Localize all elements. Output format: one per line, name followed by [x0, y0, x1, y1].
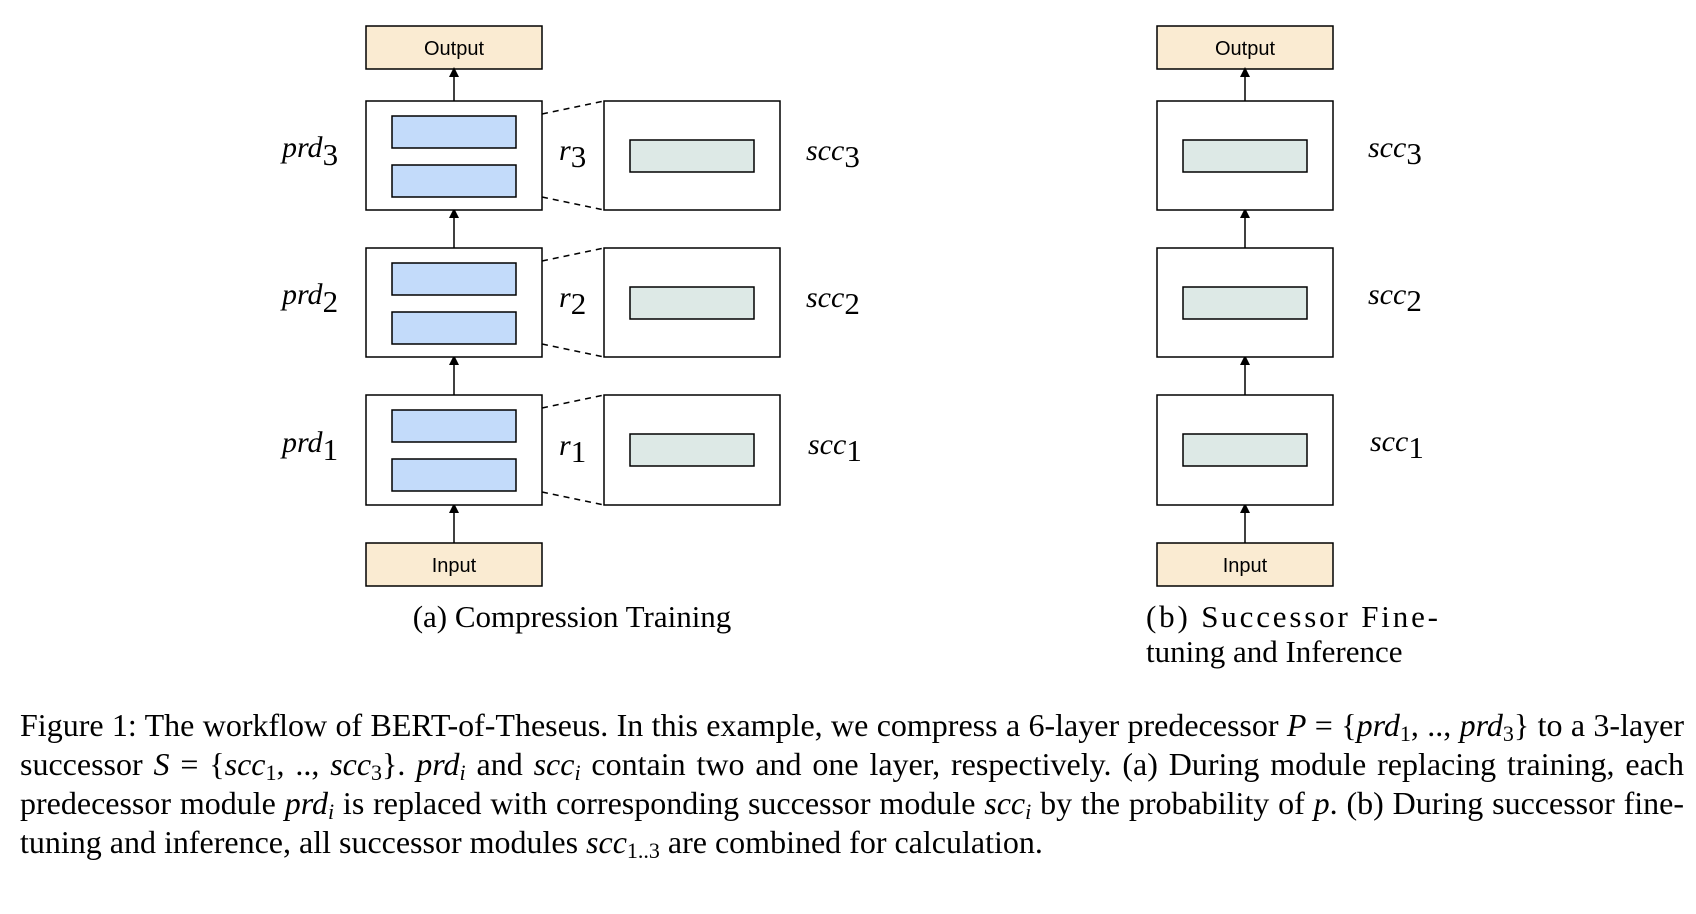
output-label-a: Output — [424, 38, 484, 60]
math-prd: prd — [1356, 707, 1400, 743]
math-S: S — [153, 746, 170, 782]
math-sub: 1 — [265, 760, 277, 785]
scc3-layer-b — [1182, 139, 1308, 173]
caption-text: , .., — [1410, 707, 1460, 743]
math-p: p — [1313, 785, 1330, 821]
scc1-layer-a — [629, 433, 755, 467]
math-prd: prd — [416, 746, 460, 782]
panel-fine-tuning-inference: Output Input scc3 scc2 scc1 (b) Successo… — [1146, 25, 1438, 669]
caption-text: } — [1513, 707, 1530, 743]
input-label-a: Input — [432, 555, 477, 577]
scc1-label-a: scc1 — [808, 428, 862, 468]
math-sub-i: i — [574, 760, 581, 785]
dash-top-3 — [541, 100, 605, 115]
math-sub: 1 — [1399, 721, 1411, 746]
scc2-label-a: scc2 — [806, 281, 860, 321]
panel-b-caption-line1: (b) Successor Fine- — [1146, 599, 1438, 634]
math-scc: scc — [984, 785, 1026, 821]
output-box-b — [1156, 25, 1334, 70]
scc3-label-b: scc3 — [1368, 131, 1422, 171]
math-sub: 3 — [371, 760, 383, 785]
math-P: P — [1286, 707, 1307, 743]
caption-text: . (b) During successor fine-tuning and i… — [20, 785, 1685, 860]
math-prd: prd — [284, 785, 328, 821]
caption-text — [405, 746, 416, 782]
panel-compression-training: Output Input p — [280, 25, 862, 634]
output-label-b: Output — [1215, 38, 1275, 60]
scc2-layer-a — [629, 286, 755, 320]
math-scc: scc — [533, 746, 575, 782]
math-sub: 3 — [1502, 721, 1514, 746]
dash-bottom-1 — [541, 491, 605, 506]
input-box-b — [1156, 542, 1334, 587]
prd1-label: prd1 — [280, 426, 338, 467]
scc2-layer-b — [1182, 286, 1308, 320]
dash-bottom-3 — [541, 196, 605, 211]
input-label-b: Input — [1223, 555, 1268, 577]
math-scc: scc — [586, 824, 627, 860]
output-box-a — [365, 25, 543, 70]
prd3-layer-top — [391, 115, 517, 149]
math-sub-i: i — [459, 760, 466, 785]
r3-label: r3 — [559, 134, 586, 174]
input-box-a — [365, 542, 543, 587]
caption-text: , .., — [276, 746, 331, 782]
caption-text: = { — [1306, 707, 1357, 743]
math-sub-i: i — [1025, 799, 1032, 824]
math-sub-range: 1..3 — [626, 838, 660, 863]
scc3-layer-a — [629, 139, 755, 173]
caption-text: is replaced with corresponding successor… — [334, 785, 985, 821]
prd1-layer-top — [391, 409, 517, 443]
dash-top-1 — [541, 394, 605, 409]
dash-bottom-2 — [541, 343, 605, 358]
scc3-label-a: scc3 — [806, 134, 860, 174]
prd3-label: prd3 — [280, 131, 338, 172]
figure-label: Figure 1: — [20, 707, 137, 743]
scc1-label-b: scc1 — [1370, 425, 1424, 465]
caption-text: = { — [169, 746, 225, 782]
caption-text: to a 3-layer successor — [20, 707, 1685, 782]
prd2-layer-top — [391, 262, 517, 296]
caption-text: and — [465, 746, 534, 782]
prd2-layer-bottom — [391, 311, 517, 345]
math-prd: prd — [1459, 707, 1503, 743]
prd1-layer-bottom — [391, 458, 517, 492]
caption-text: The workflow of BERT-of-Theseus. In this… — [136, 707, 1287, 743]
figure-caption: Figure 1: The workflow of BERT-of-Theseu… — [20, 706, 1684, 862]
caption-text: by the probability of — [1031, 785, 1314, 821]
dash-top-2 — [541, 247, 605, 262]
prd2-label: prd2 — [280, 278, 338, 319]
panel-a-caption: (a) Compression Training — [413, 599, 732, 634]
prd3-layer-bottom — [391, 164, 517, 198]
r2-label: r2 — [559, 281, 586, 321]
r1-label: r1 — [559, 429, 586, 469]
math-scc: scc — [330, 746, 372, 782]
scc1-layer-b — [1182, 433, 1308, 467]
caption-text: are combined for calculation. — [659, 824, 1043, 860]
caption-text: }. — [382, 746, 406, 782]
workflow-diagram: Output Input p — [280, 25, 1438, 669]
caption-text: contain two and one layer, respectively.… — [20, 746, 1684, 821]
panel-b-caption-line2: tuning and Inference — [1146, 634, 1403, 669]
scc2-label-b: scc2 — [1368, 278, 1422, 318]
math-scc: scc — [224, 746, 266, 782]
math-sub-i: i — [327, 799, 335, 824]
